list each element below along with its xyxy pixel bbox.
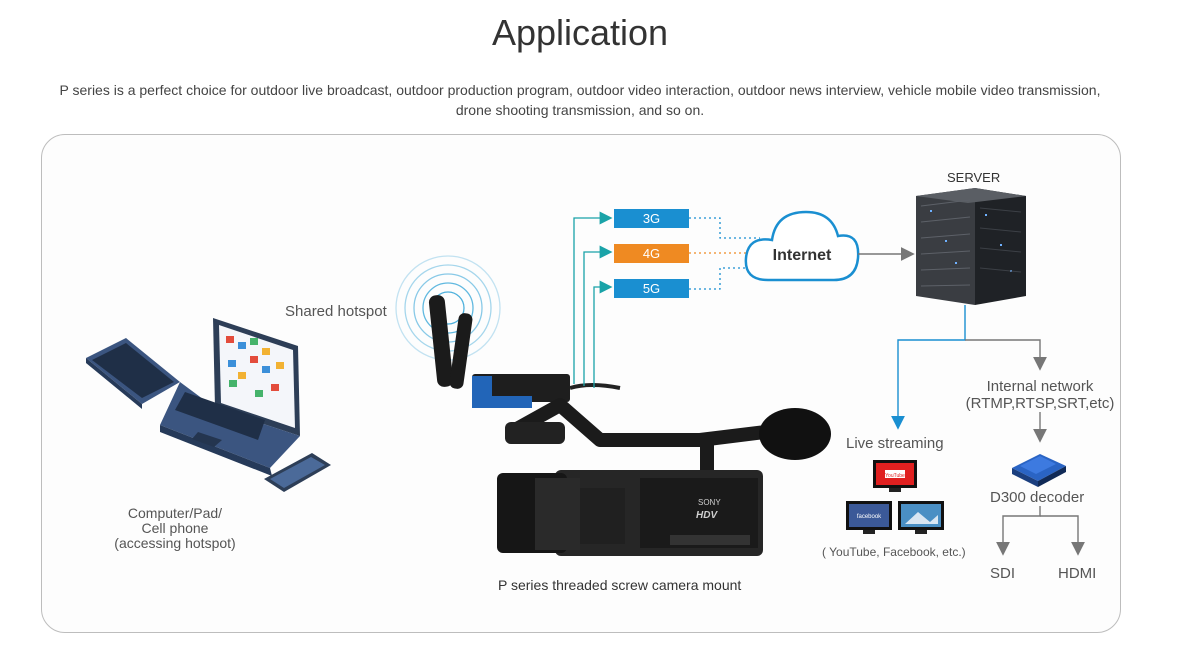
- network-badge-4g: 4G: [614, 244, 689, 263]
- output-sdi-label: SDI: [990, 565, 1016, 582]
- network-badge-3g: 3G: [614, 209, 689, 228]
- devices-label-line3: (accessing hotspot): [114, 535, 236, 551]
- decoder-device-icon: [1012, 454, 1066, 487]
- network-label-5g: 5G: [643, 281, 660, 296]
- facebook-logo-text: facebook: [857, 514, 882, 520]
- modem-links: [573, 211, 613, 388]
- devices-label-line1: Computer/Pad/: [127, 505, 223, 521]
- server-rack-icon: [916, 188, 1026, 305]
- network-label-3g: 3G: [643, 211, 660, 226]
- youtube-screen-icon: YouTube: [873, 460, 917, 492]
- laptop-icon: [160, 318, 300, 476]
- internet-cloud-icon: Internet: [744, 210, 860, 282]
- facebook-screen-icon: facebook: [846, 501, 892, 534]
- server-branch-lines: [891, 305, 1085, 556]
- phone-icon: [264, 453, 331, 492]
- page-description: P series is a perfect choice for outdoor…: [59, 82, 1101, 118]
- camera-brand-text: SONY: [698, 498, 721, 507]
- decoder-label: D300 decoder: [990, 489, 1085, 506]
- camera-mount-label: P series threaded screw camera mount: [498, 577, 742, 593]
- devices-label: Computer/Pad/ Cell phone (accessing hots…: [95, 506, 255, 551]
- page-title: Application: [491, 12, 669, 53]
- camera-model-text: HDV: [696, 510, 718, 521]
- output-hdmi-label: HDMI: [1058, 565, 1097, 582]
- video-screen-icon: [898, 501, 944, 534]
- network-label-4g: 4G: [643, 246, 660, 261]
- youtube-logo-text: YouTube: [885, 473, 905, 479]
- network-to-internet-links: [689, 217, 760, 290]
- network-badge-5g: 5G: [614, 279, 689, 298]
- internal-network-label: Internal network (RTMP,RTSP,SRT,etc): [950, 378, 1130, 412]
- internal-network-line1: Internal network: [986, 378, 1094, 395]
- platforms-label: ( YouTube, Facebook, etc.): [822, 545, 966, 559]
- camera-icon: SONY HDV: [428, 295, 831, 556]
- devices-label-line2: Cell phone: [141, 520, 209, 536]
- shared-hotspot-label: Shared hotspot: [285, 303, 387, 320]
- tablet-icon: [86, 338, 180, 409]
- server-label: SERVER: [947, 170, 1001, 185]
- live-streaming-label: Live streaming: [846, 435, 944, 452]
- internal-network-line2: (RTMP,RTSP,SRT,etc): [965, 395, 1115, 412]
- internet-label: Internet: [773, 247, 832, 264]
